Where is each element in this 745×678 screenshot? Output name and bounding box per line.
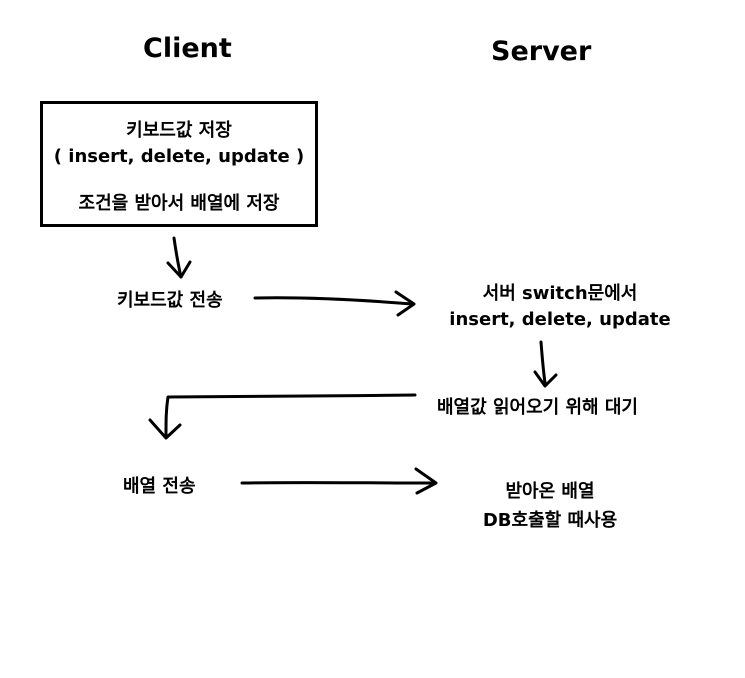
arrow-switch-to-wait — [533, 340, 558, 388]
client-send-array-label: 배열 전송 — [123, 476, 196, 497]
arrow-client-to-server-switch — [253, 290, 416, 317]
server-switch-line-1: 서버 switch문에서 — [482, 283, 638, 304]
arrow-array-to-server — [240, 467, 438, 495]
client-store-box: 키보드값 저장 ( insert, delete, update ) 조건을 받… — [40, 101, 318, 227]
server-header: Server — [491, 36, 592, 67]
server-wait-label: 배열값 읽어오기 위해 대기 — [437, 397, 638, 418]
client-send-keyboard-label: 키보드값 전송 — [117, 290, 223, 311]
arrow-box-to-send — [166, 236, 192, 279]
client-box-line-3: 조건을 받아서 배열에 저장 — [78, 193, 280, 214]
arrow-server-to-client-array — [148, 393, 417, 440]
server-receive-line-1: 받아온 배열 — [505, 481, 595, 502]
client-box-line-1: 키보드값 저장 — [126, 120, 232, 141]
server-switch-line-2: insert, delete, update — [449, 309, 671, 330]
server-receive-line-2: DB호출할 때사용 — [482, 510, 618, 531]
client-header: Client — [143, 33, 232, 64]
client-box-line-2: ( insert, delete, update ) — [53, 146, 305, 167]
